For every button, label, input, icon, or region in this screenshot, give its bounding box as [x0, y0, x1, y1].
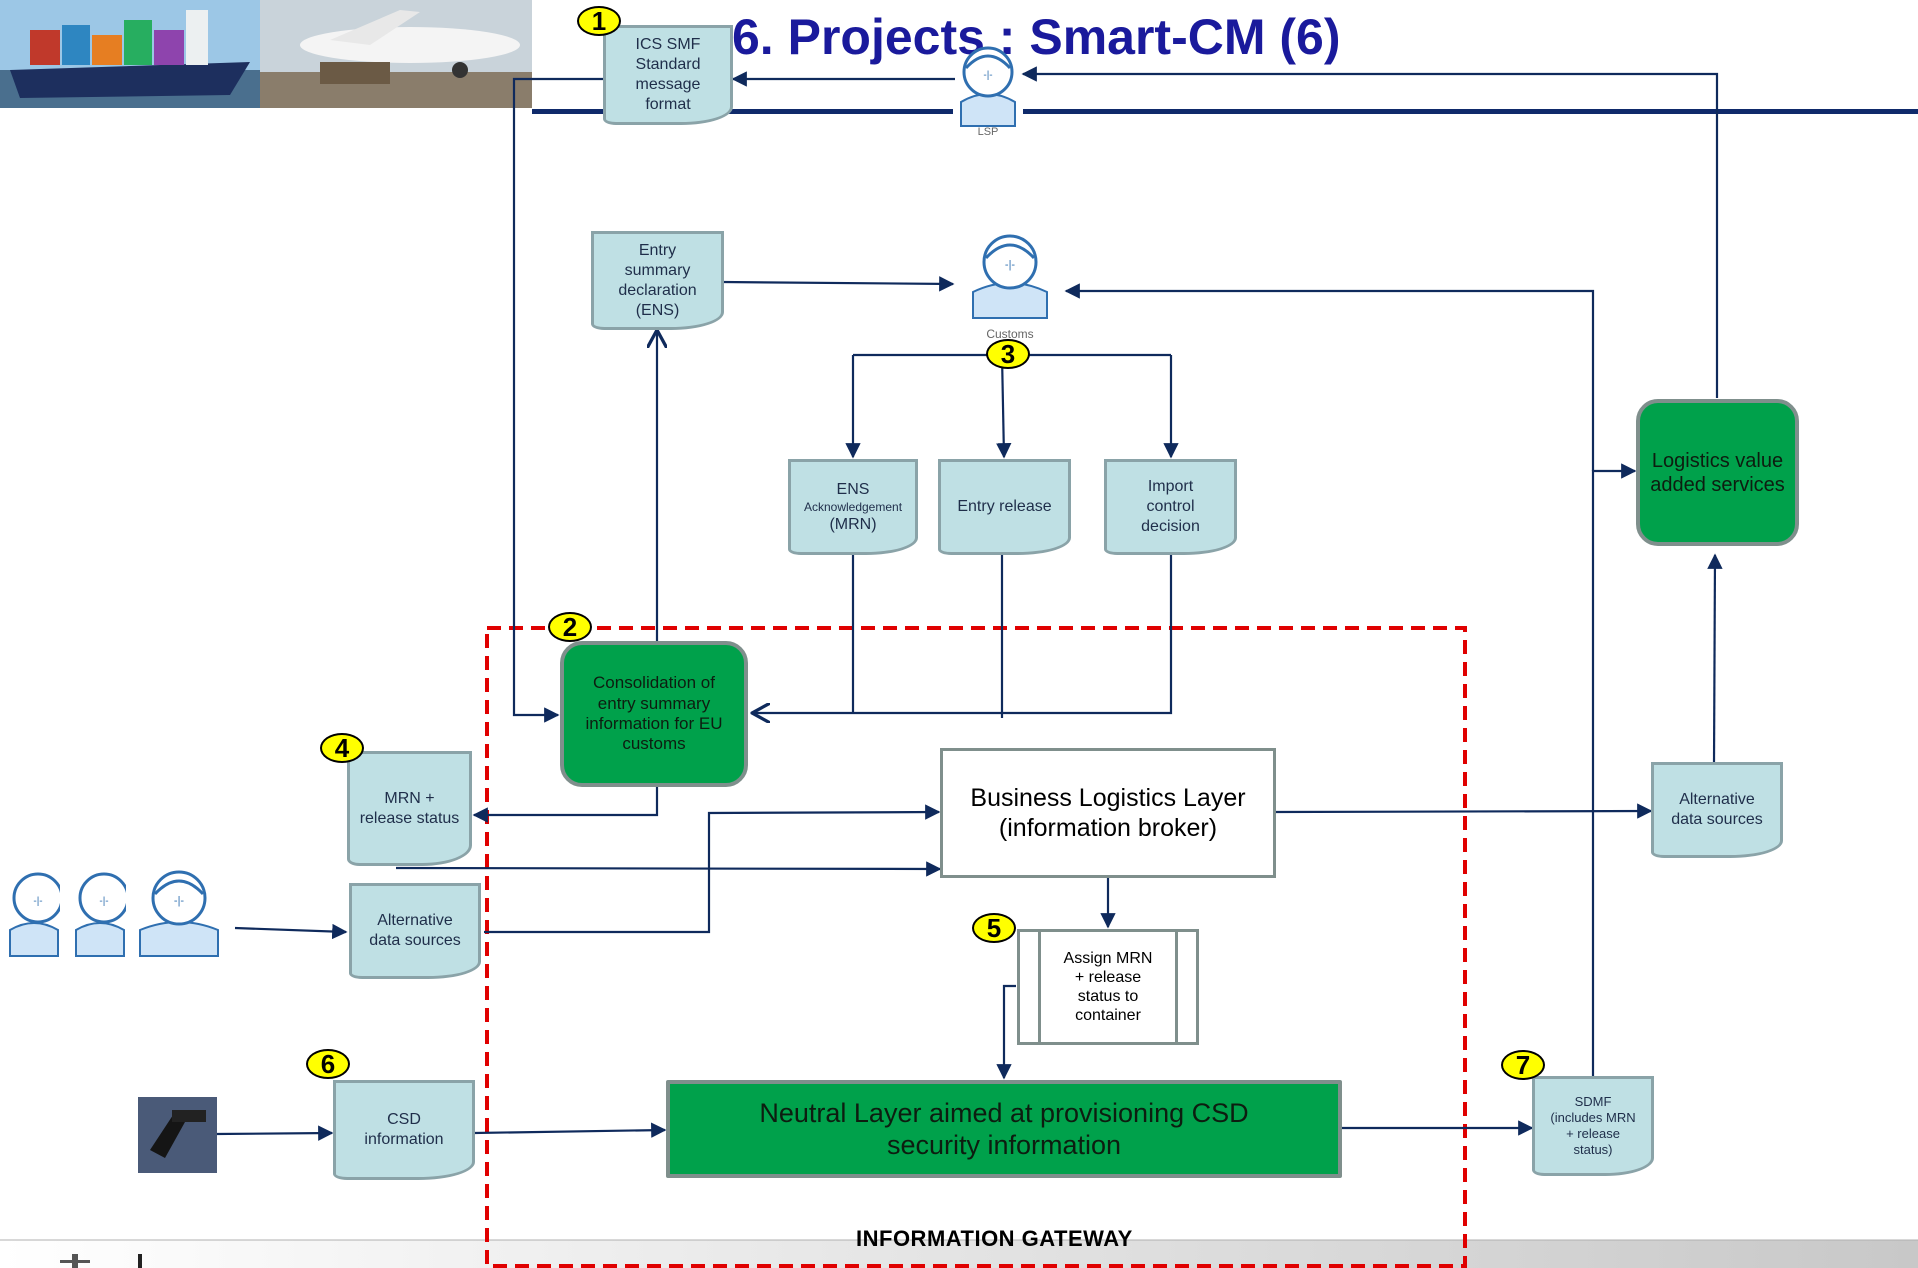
ens-ack-line2: Acknowledgement: [803, 499, 903, 514]
step-badge-7: 7: [1501, 1050, 1545, 1080]
logistics-vas-box: Logistics value added services: [1636, 399, 1799, 546]
ship-photo: [0, 0, 260, 108]
arrow-people-to-alt: [234, 923, 348, 940]
step-badge-6: 6: [306, 1049, 350, 1079]
alt-data-left-label: Alternative data sources: [369, 912, 461, 949]
arrow-ics-to-consolidation: [512, 77, 605, 723]
step-badge-5: 5: [972, 913, 1016, 943]
csd-information-label: CSD information: [364, 1111, 444, 1148]
person-icon: -|- LSP: [953, 46, 1023, 136]
consolidation-box: Consolidation of entry summary informati…: [560, 641, 748, 787]
arrow-alt-right-to-vas: [1707, 553, 1723, 765]
person-icon: -|-: [139, 870, 219, 957]
svg-text:-|-: -|-: [983, 70, 992, 81]
neutral-layer-label: Neutral Layer aimed at provisioning CSD …: [759, 1097, 1249, 1160]
arrow-csd-to-neutral: [473, 1122, 667, 1138]
alt-data-right-document: Alternative data sources: [1651, 762, 1783, 858]
person-icon: -|-: [75, 872, 126, 957]
arrow-assign-to-neutral: [996, 984, 1016, 1080]
step-badge-3: 3: [986, 339, 1030, 369]
assign-mrn-box: Assign MRN + release status to container: [1017, 929, 1199, 1045]
ens-ack-line3: (MRN): [829, 515, 877, 533]
arrow-import-control-to-consolidation: [752, 549, 1173, 713]
lsp-label: LSP: [978, 126, 999, 136]
logistics-vas-label: Logistics value added services: [1650, 449, 1785, 496]
arrow-consolidation-to-mrn: [472, 785, 659, 823]
arrow-mrn-to-business: [395, 861, 942, 877]
svg-text:-|-: -|-: [1005, 259, 1016, 271]
arrow-ens-to-customs: [721, 276, 955, 292]
person-icon: -|- Customs: [972, 234, 1048, 341]
import-control-label: Import control decision: [1141, 478, 1200, 535]
header-rule: [532, 109, 1918, 114]
business-logistics-layer-box: Business Logistics Layer (information br…: [940, 748, 1276, 878]
consolidation-label: Consolidation of entry summary informati…: [585, 673, 723, 754]
assign-mrn-right-bar: [1175, 929, 1178, 1045]
entry-release-label: Entry release: [957, 498, 1052, 515]
ens-label: Entry summary declaration (ENS): [618, 241, 697, 319]
footer-logo: [60, 1254, 150, 1268]
assign-mrn-label: Assign MRN + release status to container: [1063, 949, 1153, 1025]
information-gateway-border: [485, 626, 1467, 1268]
neutral-layer-box: Neutral Layer aimed at provisioning CSD …: [666, 1080, 1342, 1178]
ics-smf-document: ICS SMF Standard message format: [603, 25, 733, 125]
ens-ack-line1: ENS: [836, 480, 870, 498]
ics-smf-label: ICS SMF Standard message format: [635, 36, 701, 113]
airplane-photo: [260, 0, 532, 108]
csd-device-icon: [138, 1097, 217, 1173]
customs-label: Customs: [986, 327, 1033, 341]
footer-band: [0, 1240, 1918, 1268]
sdmf-document: SDMF (includes MRN + release status): [1532, 1076, 1654, 1176]
alt-data-left-document: Alternative data sources: [349, 883, 481, 979]
sdmf-label: SDMF (includes MRN + release status): [1550, 1093, 1636, 1158]
step-badge-2: 2: [548, 612, 592, 642]
csd-information-document: CSD information: [333, 1080, 475, 1180]
business-layer-line1: Business Logistics Layer: [970, 784, 1246, 812]
ens-document: Entry summary declaration (ENS): [591, 231, 724, 330]
information-gateway-label: INFORMATION GATEWAY: [856, 1226, 1133, 1251]
person-icon: -|-: [9, 872, 60, 957]
mrn-release-document: MRN + release status: [347, 751, 472, 866]
mrn-release-label: MRN + release status: [359, 789, 460, 827]
svg-text:-|-: -|-: [33, 896, 42, 907]
arrow-business-to-alt-right: [1275, 803, 1653, 819]
arrow-customs-to-entry-release: [996, 354, 1012, 459]
svg-text:-|-: -|-: [174, 895, 185, 907]
step-badge-1: 1: [577, 6, 621, 36]
page-title: 6. Projects : Smart-CM (6): [732, 9, 1341, 65]
assign-mrn-left-bar: [1038, 929, 1041, 1045]
arrow-device-to-csd: [215, 1125, 334, 1141]
alt-data-right-label: Alternative data sources: [1671, 791, 1763, 828]
arrow-vas-to-lsp: [1021, 66, 1719, 398]
arrow-sdmf-to-customs: [1064, 283, 1595, 471]
business-layer-line2: (information broker): [998, 814, 1218, 842]
arrow-alt-to-business: [484, 804, 941, 934]
entry-release-document: Entry release: [938, 459, 1071, 555]
import-control-document: Import control decision: [1104, 459, 1237, 555]
svg-text:-|-: -|-: [99, 896, 108, 907]
step-badge-4: 4: [320, 733, 364, 763]
arrow-sdmf-to-vas: [1591, 463, 1637, 1077]
ens-ack-document: ENS Acknowledgement (MRN): [788, 459, 918, 555]
